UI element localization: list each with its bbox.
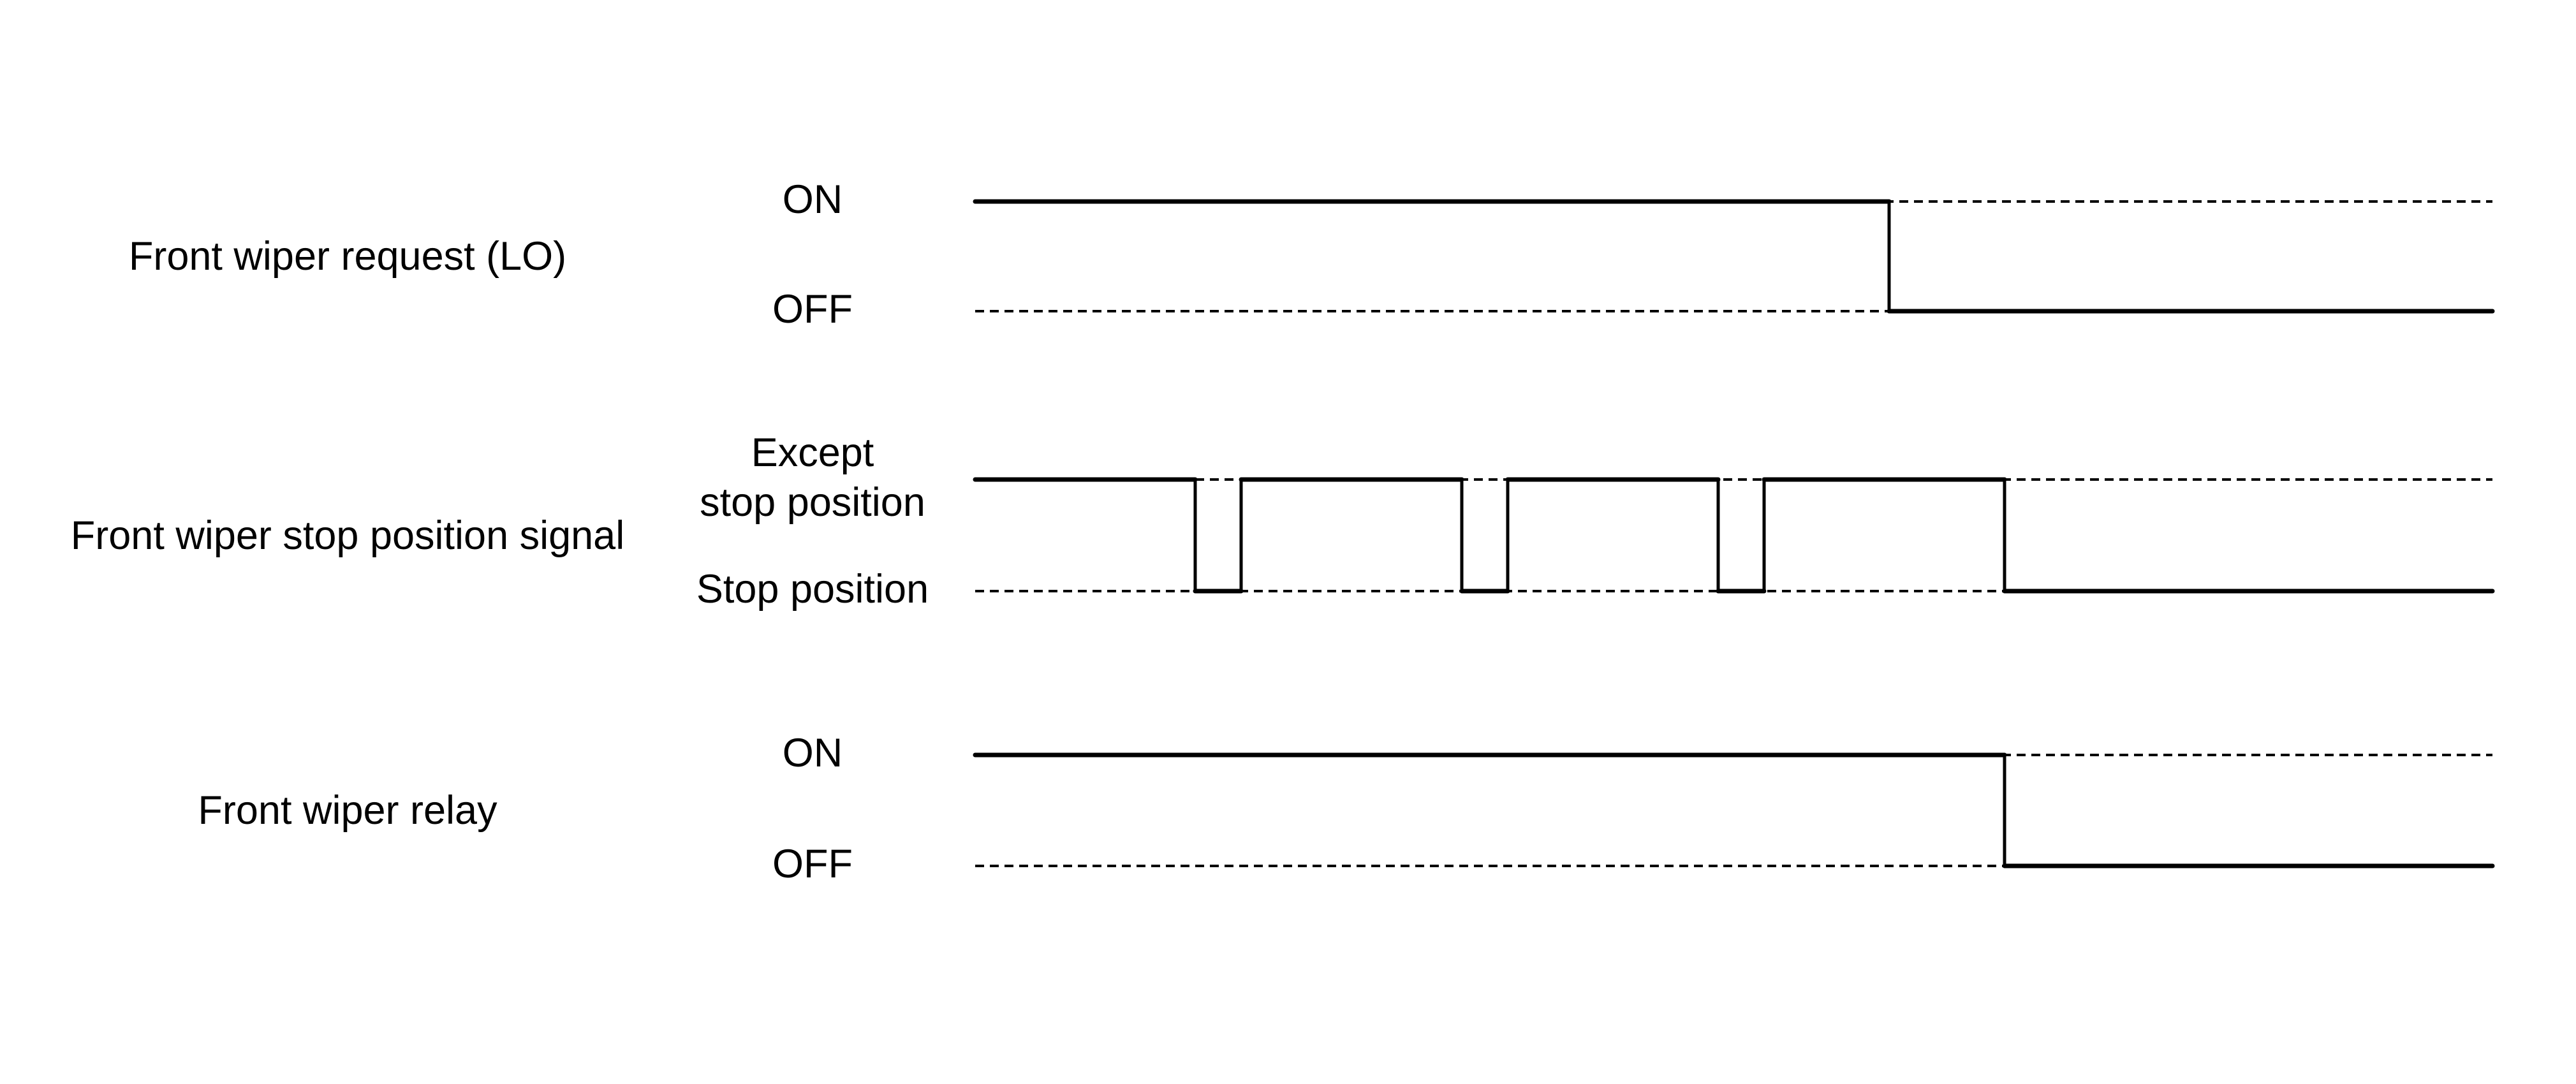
signal-stop-position-except-state-label: Except stop position [700, 428, 925, 527]
except-state-label-line1: Except [751, 430, 874, 475]
signal-front-wiper-relay-off-label: OFF [772, 842, 853, 886]
signal-front-wiper-relay-label: Front wiper relay [198, 788, 497, 833]
signal-front-wiper-request-on-label: ON [782, 177, 843, 222]
signal-stop-position-stop-state-label: Stop position [696, 567, 929, 612]
signal-stop-position-label: Front wiper stop position signal [70, 513, 625, 558]
except-state-label-line2: stop position [700, 480, 925, 525]
signal-front-wiper-request-off-label: OFF [772, 287, 853, 332]
signal-front-wiper-request-label: Front wiper request (LO) [128, 234, 567, 279]
signal-front-wiper-relay-on-label: ON [782, 731, 843, 775]
